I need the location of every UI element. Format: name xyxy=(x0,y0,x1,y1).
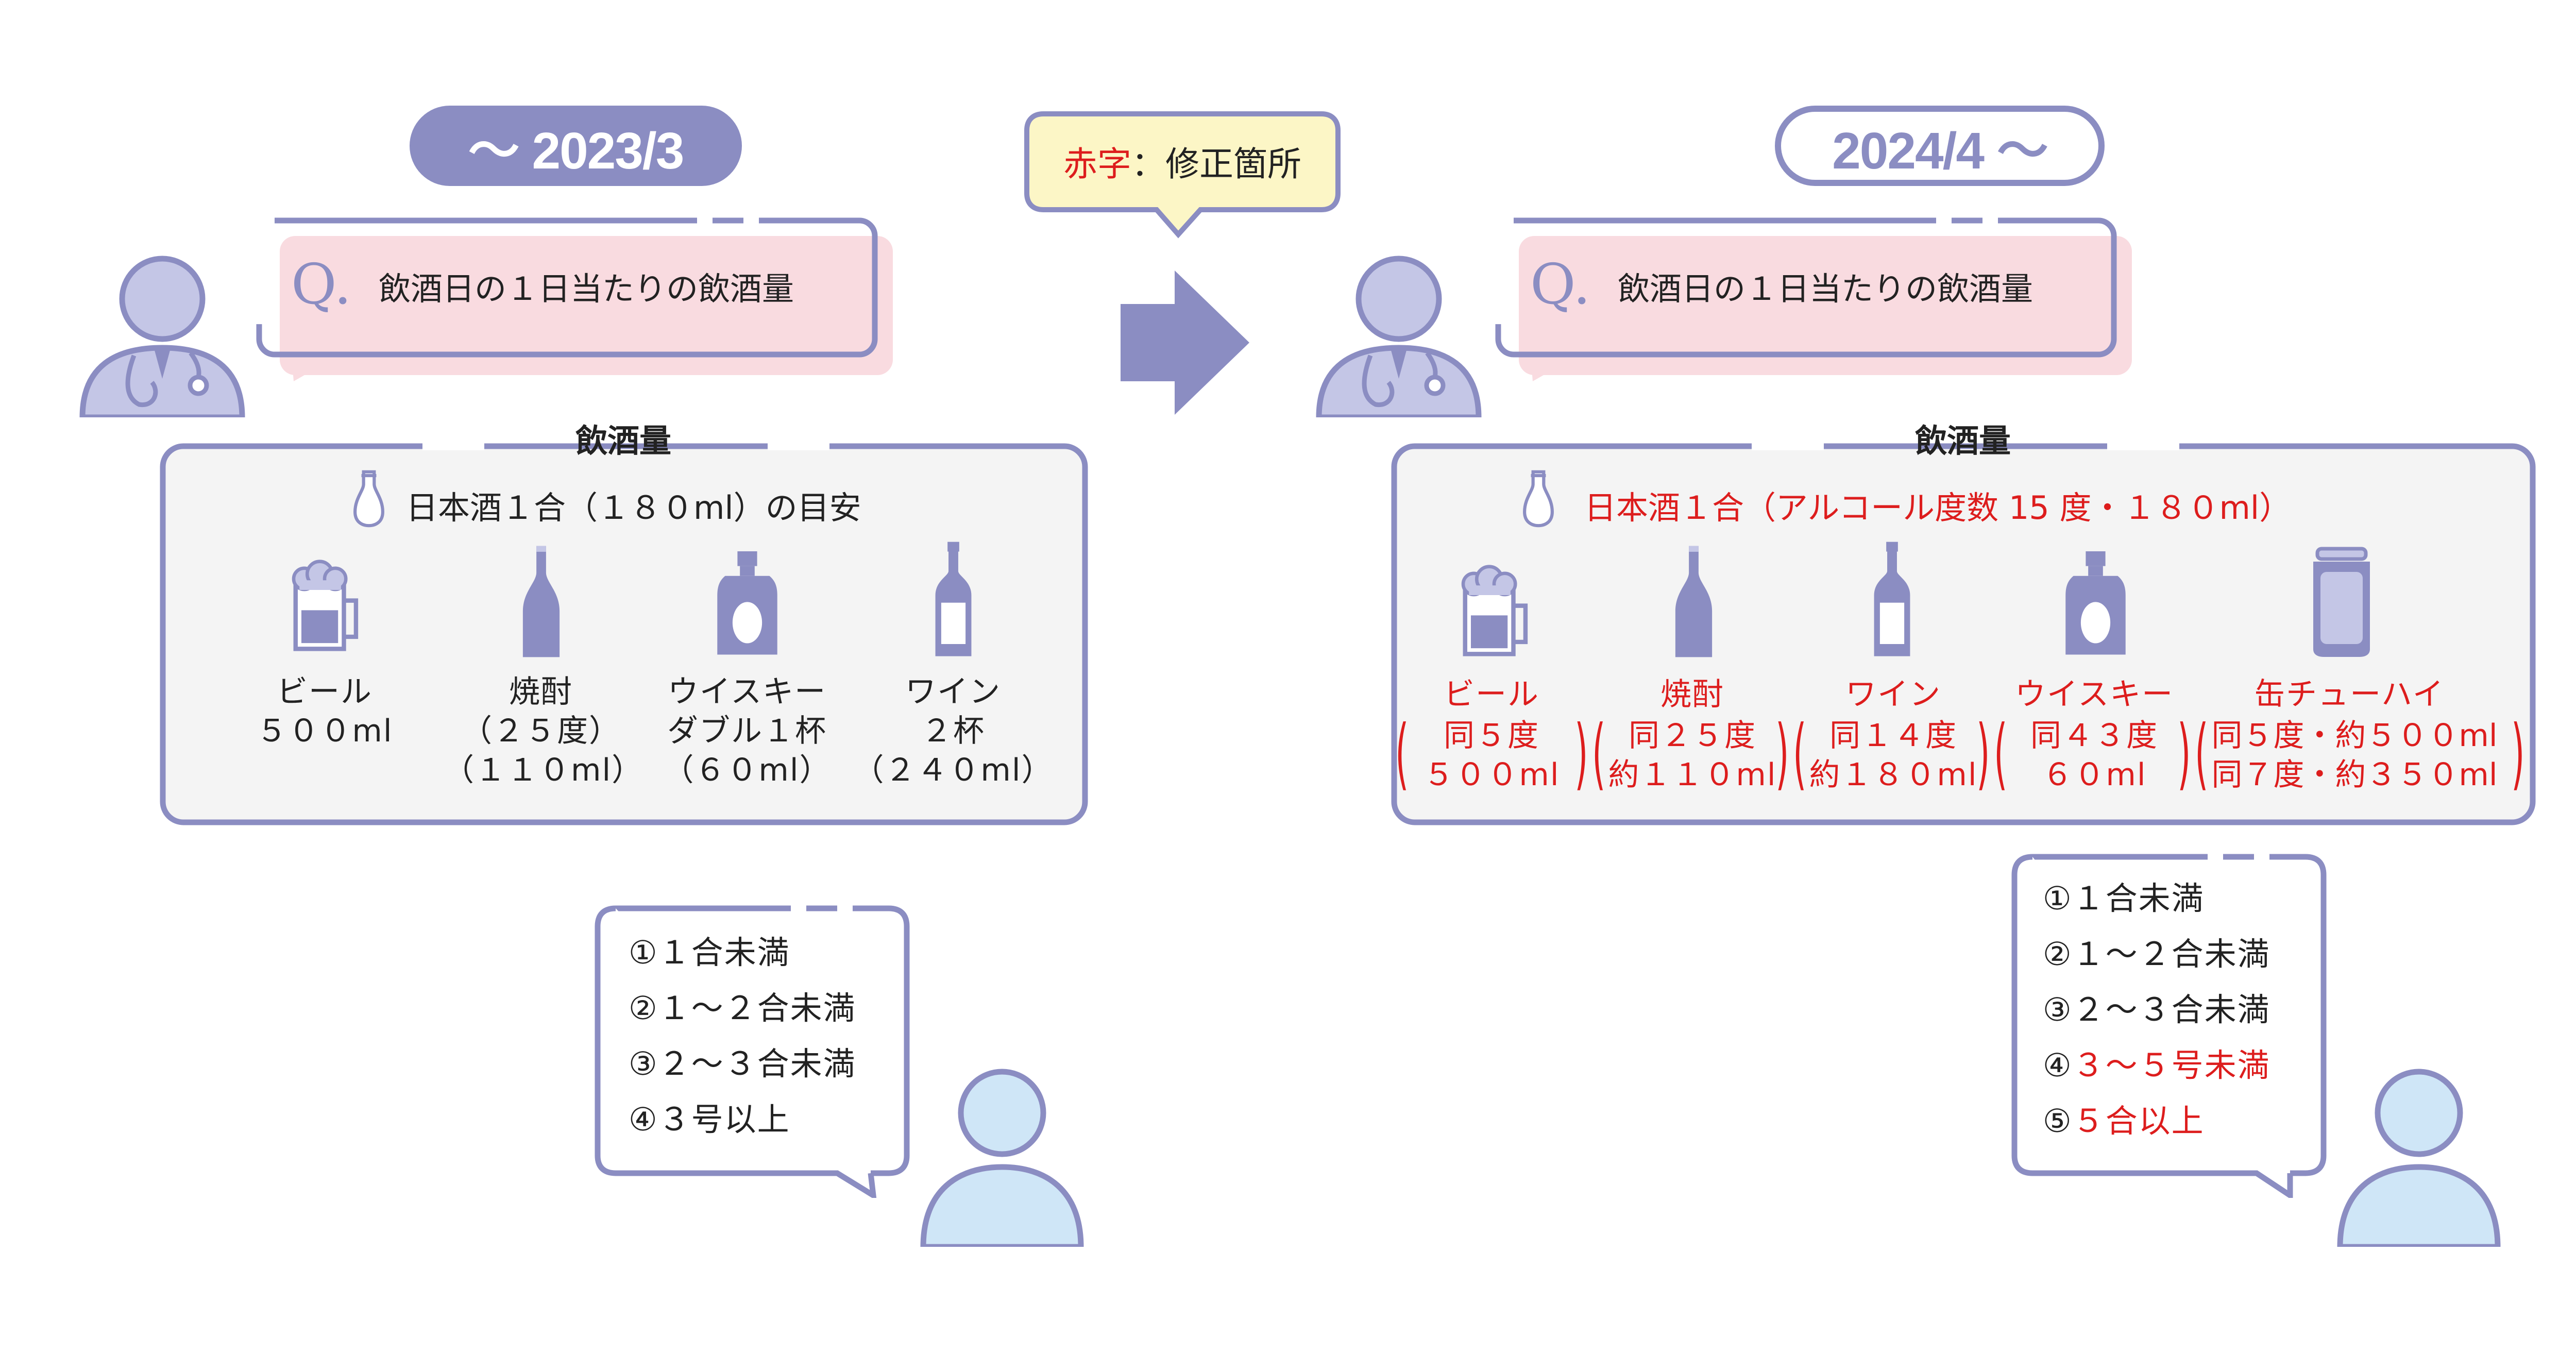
respondent-avatar xyxy=(917,1061,1087,1247)
before-drink-label: （６０ml） xyxy=(663,752,832,788)
after-period-badge: 2024/4 ～ xyxy=(1775,106,2105,186)
respondent-avatar xyxy=(2334,1061,2504,1247)
after-panel-title: 飲酒量 xyxy=(1914,422,2011,460)
after-q-mark: Q. xyxy=(1530,252,1591,317)
doctor-avatar xyxy=(77,247,247,417)
whisky-bottle-icon xyxy=(2063,551,2128,659)
tokkuri-icon xyxy=(1522,469,1554,528)
after-drink-detail: 同７度・約３５０ml xyxy=(2211,757,2498,793)
before-drink-label: ビール xyxy=(277,674,372,710)
after-option-changed: ④３～５号未満 xyxy=(2043,1046,2270,1084)
bracket-close: ) xyxy=(1976,709,1990,799)
bracket-close: ) xyxy=(2177,709,2191,799)
after-drink-name: ビール xyxy=(1444,676,1539,713)
before-period-badge: ～ 2023/3 xyxy=(410,106,742,186)
after-drink-detail: 同１４度 xyxy=(1829,718,1957,754)
before-drink-wine: ワイン ２杯 （２４０ml） xyxy=(850,541,1056,790)
legend-text: ：修正箇所 xyxy=(1131,144,1301,184)
before-question-bubble: Q. 飲酒日の１日当たりの飲酒量 xyxy=(255,216,902,381)
can-icon xyxy=(2308,546,2375,659)
bracket-open: ( xyxy=(1395,709,1409,799)
whisky-bottle-icon xyxy=(715,551,779,659)
before-option: ①１合未満 xyxy=(629,934,790,971)
wine-bottle-icon xyxy=(1870,541,1914,659)
after-drink-name: 焼酎 xyxy=(1660,676,1724,713)
before-reference-text: 日本酒１合（１８０ml）の目安 xyxy=(406,489,861,527)
before-drink-shochu: 焼酎 （２５度） （１１０ml） xyxy=(443,544,644,790)
after-drink-detail: 同５度・約５００ml xyxy=(2211,718,2498,754)
before-drink-label: 焼酎 xyxy=(509,674,573,710)
before-q-mark: Q. xyxy=(291,252,352,317)
wine-bottle-icon xyxy=(931,541,975,659)
before-panel-title: 飲酒量 xyxy=(575,422,671,460)
shochu-bottle-icon xyxy=(517,544,566,659)
before-drink-label: ２杯 xyxy=(921,713,985,749)
after-option: ②１～２合未満 xyxy=(2043,935,2270,973)
bracket-close: ) xyxy=(2511,709,2525,799)
legend-red-label: 赤字 xyxy=(1063,144,1131,184)
after-drink-detail: ６０ml xyxy=(2042,757,2147,793)
after-drink-detail: 同２５度 xyxy=(1629,718,1756,754)
beer-mug-icon xyxy=(286,556,363,654)
before-drink-label: ウイスキー xyxy=(667,674,827,710)
after-question-text: 飲酒日の１日当たりの飲酒量 xyxy=(1618,270,2033,308)
after-drink-detail: 同５度 xyxy=(1444,718,1539,754)
after-reference-text: 日本酒１合（アルコール度数 15 度・１８０ml） xyxy=(1584,489,2292,527)
after-question-bubble: Q. 飲酒日の１日当たりの飲酒量 xyxy=(1494,216,2141,381)
before-panel: 飲酒量 日本酒１合（１８０ml）の目安 ビール ５００ml 焼酎 （２５度） （… xyxy=(160,422,1103,835)
before-option: ②１～２合未満 xyxy=(629,989,856,1027)
bracket-open: ( xyxy=(2195,709,2209,799)
before-drink-label: （２４０ml） xyxy=(853,752,1054,788)
before-question-text: 飲酒日の１日当たりの飲酒量 xyxy=(379,270,794,308)
after-drink-detail: ５００ml xyxy=(1423,757,1560,793)
before-drink-whisky: ウイスキー ダブル１杯 （６０ml） xyxy=(634,551,860,790)
after-drink-name: ウイスキー xyxy=(2014,676,2174,713)
after-drink-name: 缶チューハイ xyxy=(2254,676,2445,713)
bracket-close: ) xyxy=(1775,709,1789,799)
before-drink-label: ダブル１杯 xyxy=(667,713,827,749)
before-drink-label: （２５度） xyxy=(461,713,621,749)
arrow-right-icon xyxy=(1118,268,1252,417)
after-option: ①１合未満 xyxy=(2043,880,2205,917)
bracket-open: ( xyxy=(1793,709,1807,799)
doctor-avatar xyxy=(1314,247,1484,417)
before-option: ③２～３合未満 xyxy=(629,1045,856,1083)
before-drink-beer: ビール ５００ml xyxy=(237,556,412,751)
bracket-close: ) xyxy=(1574,709,1588,799)
before-drink-label: （１１０ml） xyxy=(443,752,644,788)
bracket-open: ( xyxy=(1994,709,2008,799)
after-drink-detail: 約１１０ml xyxy=(1608,757,1777,793)
before-answer-bubble: ①１合未満 ②１～２合未満 ③２～３合未満 ④３号以上 xyxy=(592,904,912,1198)
legend-callout: 赤字：修正箇所 xyxy=(1023,111,1342,240)
shochu-bottle-icon xyxy=(1669,544,1718,659)
before-drink-label: ワイン xyxy=(905,674,1001,710)
before-option: ④３号以上 xyxy=(629,1101,790,1138)
after-option: ③２～３合未満 xyxy=(2043,991,2270,1028)
after-answer-bubble: ①１合未満 ②１～２合未満 ③２～３合未満 ④３～５号未満 ⑤５合以上 xyxy=(2009,853,2329,1198)
before-drink-label: ５００ml xyxy=(256,713,393,749)
after-option-changed: ⑤５合以上 xyxy=(2043,1102,2205,1140)
bracket-open: ( xyxy=(1592,709,1606,799)
tokkuri-icon xyxy=(353,469,385,528)
after-drink-detail: 約１８０ml xyxy=(1809,757,1978,793)
beer-mug-icon xyxy=(1455,562,1533,659)
after-panel: 飲酒量 日本酒１合（アルコール度数 15 度・１８０ml） ビール 焼酎 ワイン… xyxy=(1391,422,2545,835)
after-drink-name: ワイン xyxy=(1845,676,1941,713)
after-drink-detail: 同４３度 xyxy=(2030,718,2158,754)
